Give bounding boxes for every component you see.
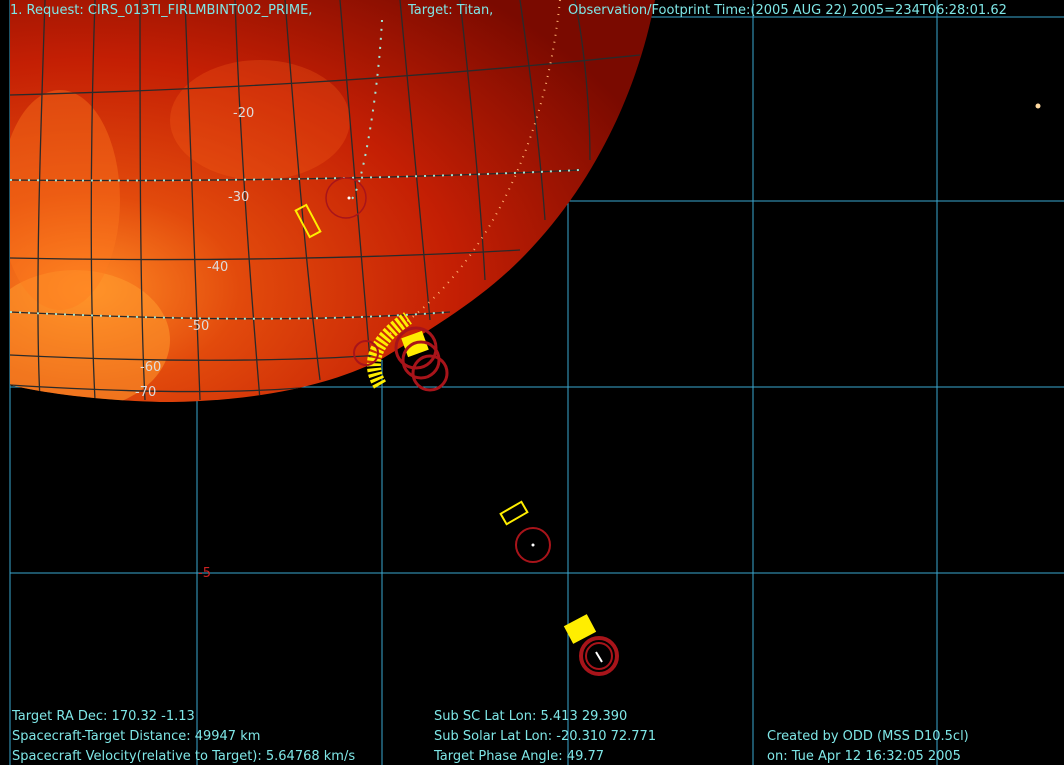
created-on: on: Tue Apr 12 16:32:05 2005	[767, 749, 961, 764]
footprint-group-limb	[353, 312, 449, 392]
star-marker	[1035, 103, 1041, 109]
lat-label: -70	[135, 385, 156, 400]
lat-label: -50	[188, 319, 209, 334]
created-by: Created by ODD (MSS D10.5cl)	[767, 729, 969, 744]
lat-label: -30	[228, 190, 249, 205]
sub-sc-lat-lon: Sub SC Lat Lon: 5.413 29.390	[434, 709, 628, 724]
spacecraft-velocity: Spacecraft Velocity(relative to Target):…	[12, 749, 356, 764]
request-label: 1. Request: CIRS_013TI_FIRLMBINT002_PRIM…	[10, 3, 313, 18]
latitude-labels: -20 -30 -40 -50 -60 -70	[135, 106, 254, 400]
spacecraft-target-distance: Spacecraft-Target Distance: 49947 km	[12, 729, 261, 744]
target-ra-dec: Target RA Dec: 170.32 -1.13	[12, 709, 195, 724]
observation-time-label: Observation/Footprint Time:(2005 AUG 22)…	[568, 3, 1007, 18]
footprint-group-2	[499, 500, 551, 563]
footprint-group-3	[563, 614, 619, 676]
target-phase-angle: Target Phase Angle: 49.77	[434, 749, 605, 764]
footprint-group-1	[294, 177, 367, 239]
grid-label-minus5: -5	[198, 566, 211, 581]
sub-solar-lat-lon: Sub Solar Lat Lon: -20.310 72.771	[434, 729, 657, 744]
titan-disk	[10, 0, 655, 402]
lat-label: -40	[207, 260, 228, 275]
lat-label: -60	[140, 360, 161, 375]
lat-label: -20	[233, 106, 254, 121]
target-label: Target: Titan,	[408, 3, 494, 18]
